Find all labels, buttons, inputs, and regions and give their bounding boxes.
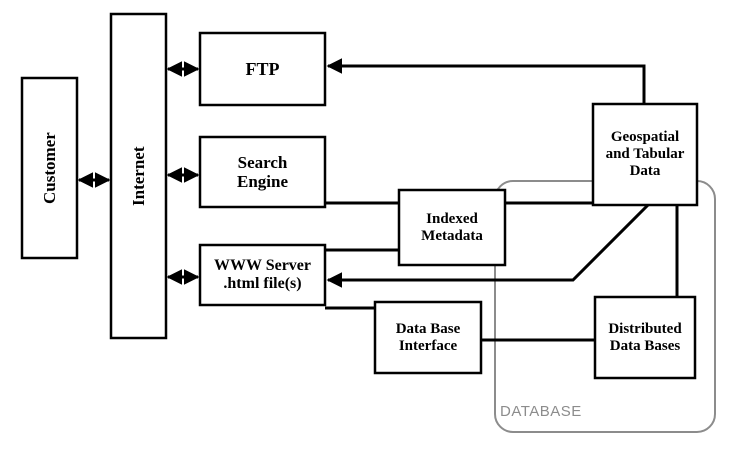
node-box-internet[interactable]: [109, 12, 168, 340]
node-box-customer[interactable]: [20, 76, 79, 260]
connector-geospatial-to-ftp: [326, 58, 646, 104]
node-box-layer: [20, 12, 699, 380]
node-box-search-engine[interactable]: [198, 135, 327, 209]
node-box-indexed-metadata[interactable]: [397, 188, 507, 267]
connector-layer: [77, 58, 679, 342]
node-box-distributed-data-bases[interactable]: [593, 295, 697, 380]
node-box-www-server[interactable]: [198, 243, 327, 307]
node-box-data-base-interface[interactable]: [373, 300, 483, 375]
node-box-ftp[interactable]: [198, 31, 327, 107]
node-box-geospatial-and-tabular-data[interactable]: [591, 102, 699, 207]
connector-geospatial-to-www-server: [326, 203, 650, 288]
